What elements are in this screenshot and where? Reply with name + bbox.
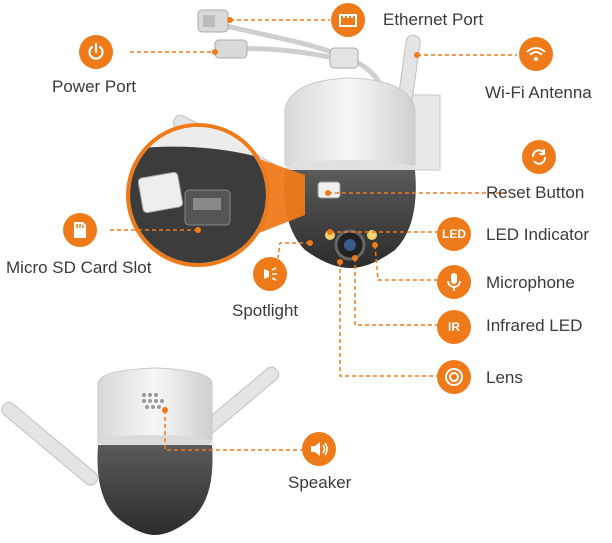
label-power-port: Power Port	[52, 77, 137, 96]
led-icon-text: LED	[442, 227, 466, 241]
label-ethernet-port: Ethernet Port	[383, 10, 484, 29]
reset-icon	[522, 140, 556, 174]
infrared-icon-text: IR	[448, 320, 460, 334]
lens-icon	[437, 360, 471, 394]
label-led-indicator: LED Indicator	[486, 225, 589, 244]
microphone-icon	[437, 265, 471, 299]
wifi-icon	[519, 37, 553, 71]
ethernet-icon	[331, 3, 365, 37]
antenna-left-bottom	[1, 401, 99, 486]
second-camera	[1, 366, 280, 535]
leader-lines	[110, 19, 517, 451]
label-lens: Lens	[486, 368, 523, 387]
label-infrared-led: Infrared LED	[486, 316, 583, 335]
zoom-circle	[126, 123, 270, 267]
speaker-icon	[302, 432, 336, 466]
main-camera	[284, 77, 416, 268]
power-plug	[214, 39, 248, 59]
power-icon	[79, 35, 113, 69]
led-icon: LED	[437, 217, 471, 251]
label-micro-sd-card-slot: Micro SD Card Slot	[6, 258, 152, 277]
ethernet-plug	[197, 9, 229, 33]
label-microphone: Microphone	[486, 273, 575, 292]
label-speaker: Speaker	[288, 473, 352, 492]
leader-dots	[162, 17, 420, 413]
label-wifi-antenna: Wi-Fi Antenna	[485, 83, 592, 102]
label-reset-button: Reset Button	[486, 183, 585, 202]
label-spotlight: Spotlight	[232, 301, 299, 320]
infrared-icon: IR	[437, 310, 471, 344]
sd-card-icon	[63, 213, 97, 247]
cable-joint	[329, 47, 359, 69]
spotlight-icon	[253, 257, 287, 291]
